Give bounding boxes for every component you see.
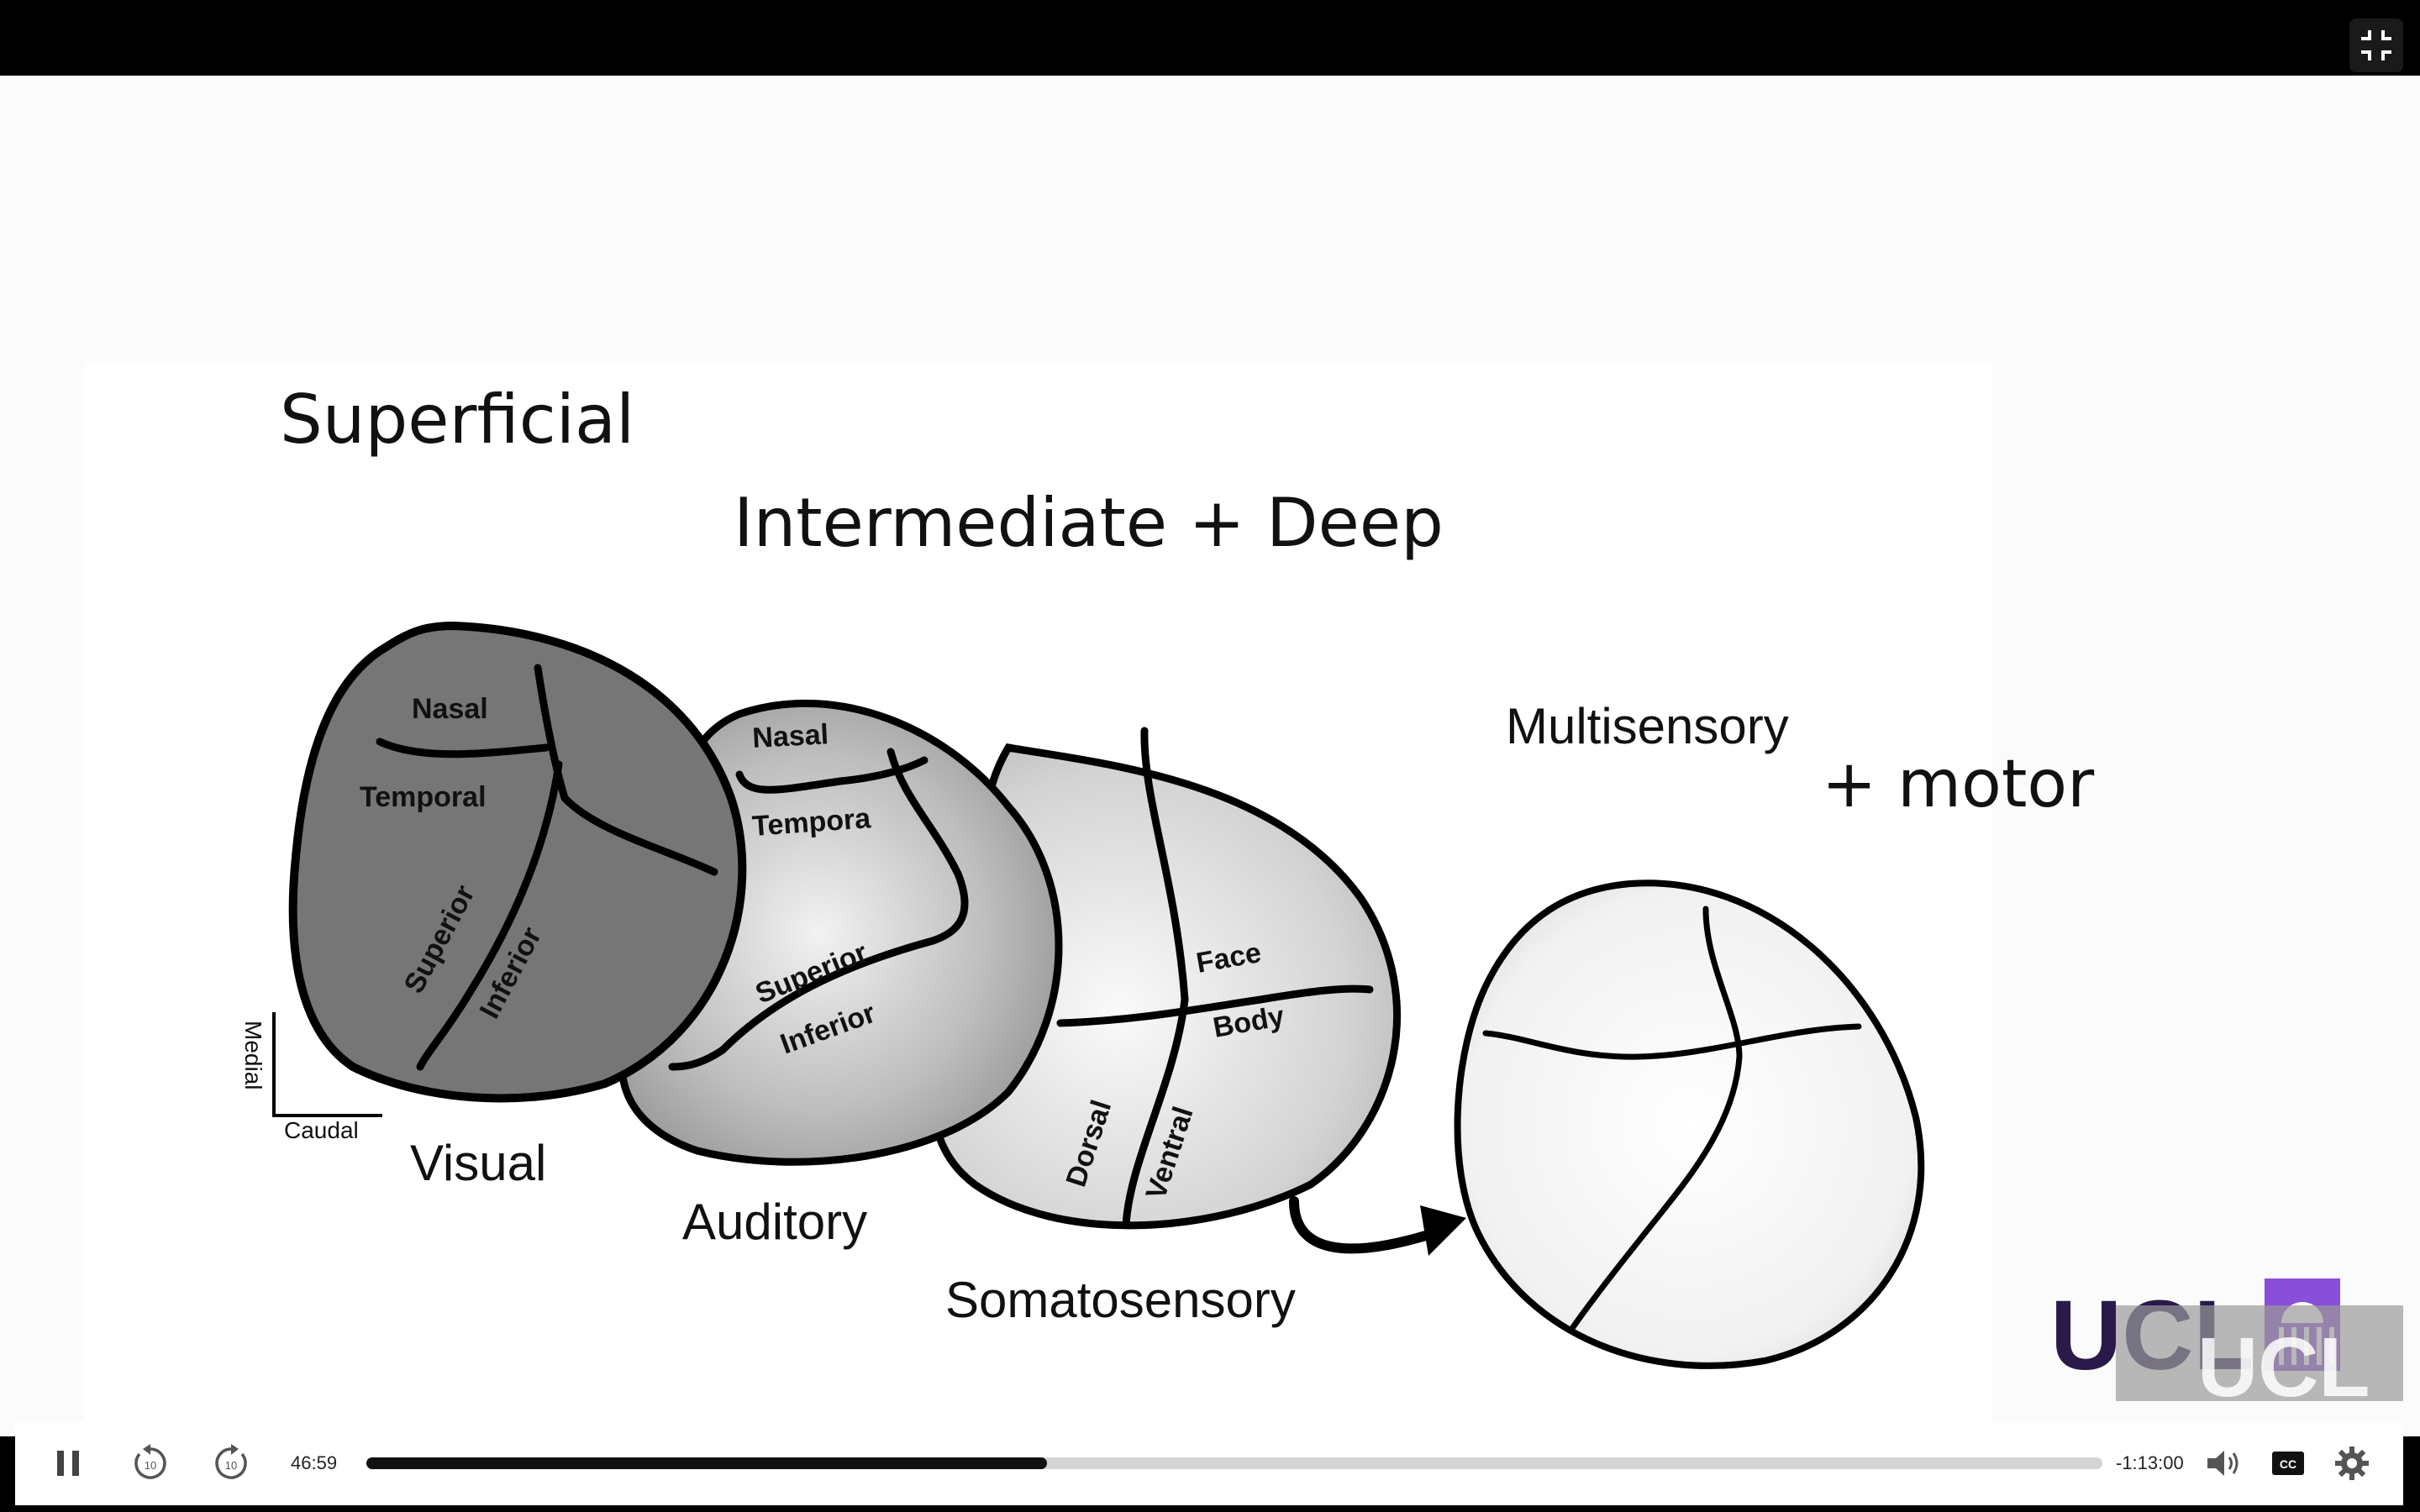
arrow-head [1420, 1205, 1466, 1256]
auditory-nasal-label: Nasal [751, 718, 829, 754]
auditory-lines [668, 748, 969, 1071]
svg-text:CC: CC [2280, 1457, 2296, 1471]
heading-intermediate-deep: Intermediate + Deep [734, 484, 1444, 562]
volume-icon [2207, 1451, 2238, 1476]
svg-text:10: 10 [145, 1459, 156, 1472]
progress-bar[interactable] [366, 1457, 2102, 1469]
captions-icon: CC [2272, 1452, 2304, 1475]
rewind-10-button[interactable]: 10 [123, 1436, 178, 1491]
heading-multisensory: Multisensory [1506, 698, 1789, 754]
forward-10-button[interactable]: 10 [203, 1436, 259, 1491]
top-bar [0, 0, 2420, 76]
svg-text:10: 10 [225, 1459, 237, 1472]
visual-temporal-label: Temporal [360, 781, 487, 813]
label-auditory: Auditory [682, 1194, 867, 1250]
current-time: 46:59 [291, 1452, 338, 1473]
exit-fullscreen-button[interactable] [2349, 18, 2403, 72]
multisensory-blob [1454, 879, 1925, 1369]
heading-superficial: Superficial [280, 381, 634, 459]
orientation-axes [272, 1012, 382, 1117]
rewind-10-icon: 10 [134, 1444, 166, 1479]
somatosensory-lines [1056, 727, 1374, 1229]
visual-blob [288, 621, 747, 1103]
colliculus-figure: Superficial Intermediate + Deep Multisen… [240, 381, 2095, 1369]
captions-button[interactable]: CC [2260, 1436, 2316, 1491]
pause-button[interactable] [40, 1436, 96, 1491]
gear-icon [2335, 1446, 2369, 1480]
settings-button[interactable] [2324, 1436, 2380, 1491]
exit-fullscreen-icon [2361, 30, 2391, 60]
axis-medial-label: Medial [240, 1021, 266, 1089]
forward-10-icon: 10 [215, 1444, 247, 1479]
label-somatosensory: Somatosensory [945, 1272, 1296, 1328]
remaining-time: -1:13:00 [2116, 1452, 2184, 1473]
ucl-watermark-text: UCL [2197, 1320, 2370, 1403]
multisensory-lines [1482, 906, 1862, 1331]
visual-lines [376, 664, 718, 1071]
video-control-bar: 10 10 46:59 -1:13:00 CC [15, 1421, 2403, 1505]
volume-button[interactable] [2196, 1436, 2252, 1491]
visual-nasal-label: Nasal [412, 693, 488, 725]
curved-arrow [1289, 1196, 1434, 1254]
axis-caudal-label: Caudal [284, 1117, 359, 1143]
pause-icon [57, 1451, 79, 1476]
progress-fill [366, 1457, 1047, 1469]
label-visual: Visual [410, 1135, 546, 1191]
heading-motor: + motor [1822, 747, 2095, 822]
video-stage[interactable]: Superficial Intermediate + Deep Multisen… [0, 76, 2420, 1436]
ucl-logo: UCL UCL [2050, 1277, 2403, 1415]
